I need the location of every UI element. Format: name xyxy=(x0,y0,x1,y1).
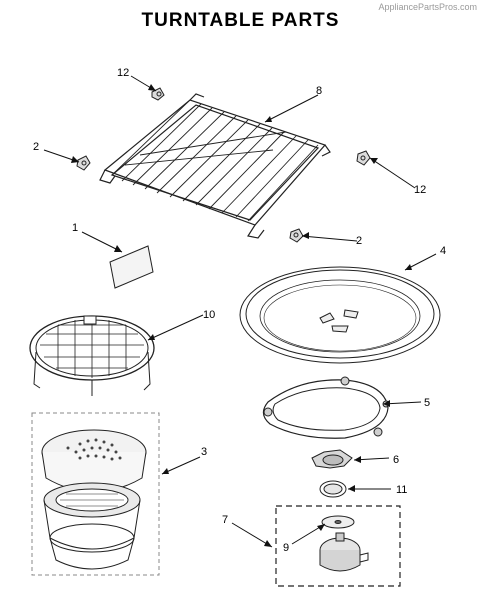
callout-10: 10 xyxy=(203,309,215,321)
part-7-group-box xyxy=(275,505,401,587)
part-7-turntable-motor[interactable] xyxy=(319,532,369,572)
part-2-clip[interactable] xyxy=(76,155,91,171)
page-title: TURNTABLE PARTS xyxy=(141,10,340,31)
part-11-ring[interactable] xyxy=(319,480,347,498)
callout-2: 2 xyxy=(33,141,39,153)
leader-arrowheads xyxy=(71,84,412,547)
part-4-turntable-tray[interactable] xyxy=(239,266,441,364)
callout-5: 5 xyxy=(424,397,430,409)
callout-7: 7 xyxy=(222,514,228,526)
callout-9: 9 xyxy=(283,542,289,554)
callout-2: 2 xyxy=(356,235,362,247)
callout-labels: 12 8 2 12 1 2 4 10 5 3 6 11 7 9 xyxy=(33,67,446,554)
part-3-steam-cooker[interactable] xyxy=(41,429,147,570)
callout-11: 11 xyxy=(396,484,407,496)
part-12-clip[interactable] xyxy=(151,87,165,101)
part-3-group-box xyxy=(31,412,160,576)
part-10-round-rack[interactable] xyxy=(29,315,155,396)
callout-3: 3 xyxy=(201,446,207,458)
part-6-coupler[interactable] xyxy=(311,449,353,469)
part-1-cover[interactable] xyxy=(109,245,154,289)
part-8-wire-rack[interactable] xyxy=(99,93,331,239)
callout-8: 8 xyxy=(316,85,322,97)
callout-1: 1 xyxy=(72,222,78,234)
part-9-washer[interactable] xyxy=(321,515,355,529)
callout-12: 12 xyxy=(117,67,129,79)
callout-12: 12 xyxy=(414,184,426,196)
callout-4: 4 xyxy=(440,245,446,257)
part-2-clip[interactable] xyxy=(289,228,304,243)
part-12-clip[interactable] xyxy=(356,150,371,166)
callout-6: 6 xyxy=(393,454,399,466)
part-5-roller-guide[interactable] xyxy=(262,376,390,439)
